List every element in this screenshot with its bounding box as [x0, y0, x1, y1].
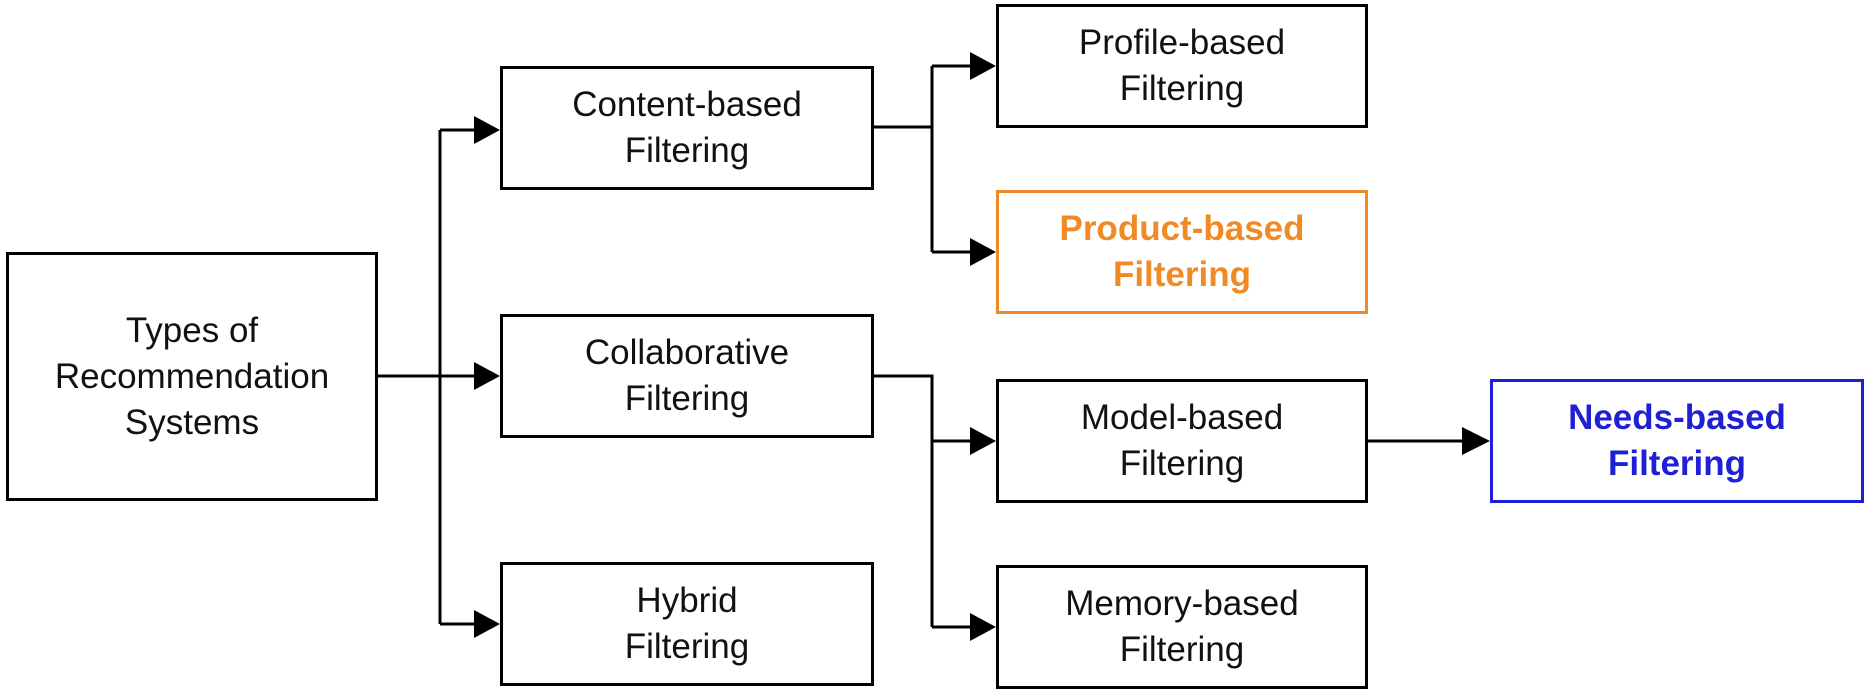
node-hybrid-label: Hybrid Filtering [624, 581, 750, 666]
arrowhead-product-based [970, 238, 996, 266]
node-product-based: Product-based Filtering [996, 190, 1368, 314]
node-root-label: Types of Recommendation Systems [54, 310, 330, 442]
arrowhead-needs-based [1462, 427, 1490, 455]
connector-collaborative-trunk [874, 374, 934, 627]
node-model-based-label: Model-based Filtering [1080, 398, 1284, 483]
connector-content-based-trunk [874, 66, 934, 252]
arrowhead-hybrid [474, 610, 500, 638]
node-profile-based-label: Profile-based Filtering [1078, 23, 1286, 108]
node-collaborative: Collaborative Filtering [500, 314, 874, 438]
connector-root-trunk [378, 130, 442, 624]
node-needs-based-label: Needs-based Filtering [1568, 398, 1786, 483]
node-content-based-label: Content-based Filtering [572, 85, 802, 170]
node-model-based: Model-based Filtering [996, 379, 1368, 503]
arrowhead-memory-based [970, 613, 996, 641]
node-product-based-label: Product-based Filtering [1059, 209, 1305, 294]
node-profile-based: Profile-based Filtering [996, 4, 1368, 128]
node-hybrid: Hybrid Filtering [500, 562, 874, 686]
node-memory-based-label: Memory-based Filtering [1065, 584, 1299, 669]
node-collaborative-label: Collaborative Filtering [584, 333, 790, 418]
node-memory-based: Memory-based Filtering [996, 565, 1368, 689]
arrowhead-collaborative [474, 362, 500, 390]
arrowhead-model-based [970, 427, 996, 455]
node-content-based: Content-based Filtering [500, 66, 874, 190]
node-root: Types of Recommendation Systems [6, 252, 378, 501]
arrowhead-profile-based [970, 52, 996, 80]
node-needs-based: Needs-based Filtering [1490, 379, 1864, 503]
arrowhead-content-based [474, 116, 500, 144]
